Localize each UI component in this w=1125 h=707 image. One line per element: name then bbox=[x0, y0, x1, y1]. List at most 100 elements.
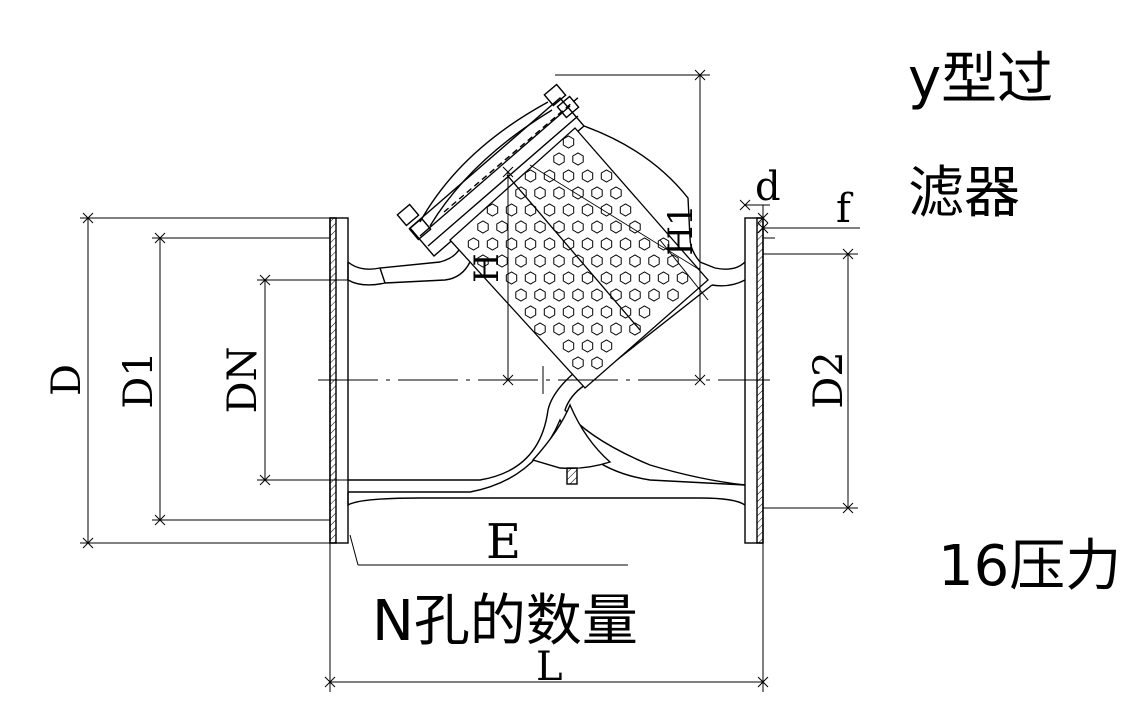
screen-hole bbox=[543, 305, 556, 319]
screen-hole bbox=[581, 339, 594, 353]
screen-hole bbox=[534, 186, 546, 200]
screen-hole bbox=[553, 186, 565, 200]
label-D: D bbox=[44, 364, 90, 396]
screen-hole bbox=[638, 271, 651, 285]
screen-hole bbox=[591, 220, 603, 234]
screen-hole bbox=[543, 237, 556, 251]
bolt-head bbox=[396, 203, 420, 227]
center-line bbox=[318, 366, 770, 394]
screen-hole bbox=[591, 322, 603, 336]
screen-hole bbox=[667, 288, 679, 302]
screen-hole bbox=[629, 288, 641, 302]
bolt-head bbox=[543, 83, 567, 107]
screen-hole bbox=[619, 203, 632, 217]
screen-hole bbox=[629, 322, 641, 336]
screen-hole bbox=[572, 356, 584, 370]
screen-hole bbox=[648, 288, 660, 302]
screen-hole bbox=[657, 237, 670, 251]
screen-hole bbox=[553, 254, 565, 268]
screen-hole bbox=[600, 339, 613, 353]
screen-hole bbox=[543, 271, 556, 285]
screen-hole bbox=[477, 220, 489, 234]
label-D2: D2 bbox=[806, 351, 852, 409]
screen-hole bbox=[581, 169, 594, 183]
screen-hole bbox=[610, 322, 622, 336]
screen-hole bbox=[600, 305, 613, 319]
screen-hole bbox=[648, 254, 660, 268]
screen-hole bbox=[619, 305, 632, 319]
screen-hole bbox=[572, 288, 584, 302]
screen-hole bbox=[553, 288, 565, 302]
annotations: y型过 滤器 16压力 N孔的数量 bbox=[372, 47, 1121, 654]
label-H1: H1 bbox=[661, 204, 701, 255]
screen-hole bbox=[486, 203, 499, 217]
screen-hole bbox=[515, 254, 527, 268]
label-DN: DN bbox=[220, 346, 266, 413]
bolt-head bbox=[408, 217, 432, 241]
screen-hole bbox=[610, 288, 622, 302]
screen-hole bbox=[486, 237, 499, 251]
screen-hole bbox=[524, 169, 537, 183]
screen-hole bbox=[467, 237, 480, 251]
screen-hole bbox=[534, 322, 546, 336]
dimension-labels: D D1 DN D2 H H1 d f E L bbox=[44, 164, 854, 690]
screen-hole bbox=[515, 186, 527, 200]
screen-hole bbox=[562, 305, 575, 319]
screen-hole bbox=[667, 254, 679, 268]
screen-hole bbox=[524, 271, 537, 285]
screen-hole bbox=[562, 169, 575, 183]
screen-hole bbox=[657, 271, 670, 285]
screen-hole bbox=[619, 271, 632, 285]
screen-hole bbox=[515, 220, 527, 234]
hole-count-label: N孔的数量 bbox=[372, 589, 638, 654]
screen-hole bbox=[534, 220, 546, 234]
screen-hole bbox=[619, 237, 632, 251]
screen-hole bbox=[524, 305, 537, 319]
screen-hole bbox=[591, 254, 603, 268]
screen-hole bbox=[610, 220, 622, 234]
screen-hole bbox=[562, 339, 575, 353]
screen-hole bbox=[629, 220, 641, 234]
label-d: d bbox=[755, 164, 781, 210]
screen-hole bbox=[553, 220, 565, 234]
screen-hole bbox=[610, 186, 622, 200]
screen-hole bbox=[591, 186, 603, 200]
screen-hole bbox=[524, 237, 537, 251]
screen-hole bbox=[600, 203, 613, 217]
label-f: f bbox=[836, 186, 854, 232]
label-E: E bbox=[486, 514, 521, 570]
screen-hole bbox=[562, 135, 575, 149]
dimension-lines bbox=[80, 69, 860, 692]
screen-hole bbox=[562, 203, 575, 217]
title-line-1: y型过 bbox=[908, 47, 1053, 112]
screen-hole bbox=[572, 254, 584, 268]
screen-hole bbox=[638, 305, 651, 319]
screen-hole bbox=[610, 254, 622, 268]
screen-hole bbox=[562, 271, 575, 285]
screen-hole bbox=[581, 203, 594, 217]
screen-hole bbox=[638, 237, 651, 251]
label-H: H bbox=[467, 253, 507, 283]
screen-hole bbox=[572, 220, 584, 234]
screen-hole bbox=[553, 322, 565, 336]
screen-hole bbox=[600, 169, 613, 183]
screen-hole bbox=[524, 203, 537, 217]
pressure-label: 16压力 bbox=[938, 534, 1121, 599]
screen-hole bbox=[600, 237, 613, 251]
screen-hole bbox=[534, 288, 546, 302]
screen-hole bbox=[600, 271, 613, 285]
screen-hole bbox=[477, 254, 489, 268]
screen-hole bbox=[572, 152, 584, 166]
screen-hole bbox=[581, 305, 594, 319]
screen-hole bbox=[572, 322, 584, 336]
screen-hole bbox=[534, 254, 546, 268]
screen-hole bbox=[553, 152, 565, 166]
screen-hole bbox=[591, 356, 603, 370]
screen-hole bbox=[591, 288, 603, 302]
title-line-2: 滤器 bbox=[908, 161, 1020, 226]
screen-hole bbox=[572, 186, 584, 200]
label-L: L bbox=[536, 644, 563, 690]
screen-hole bbox=[581, 237, 594, 251]
screen-hole bbox=[543, 169, 556, 183]
